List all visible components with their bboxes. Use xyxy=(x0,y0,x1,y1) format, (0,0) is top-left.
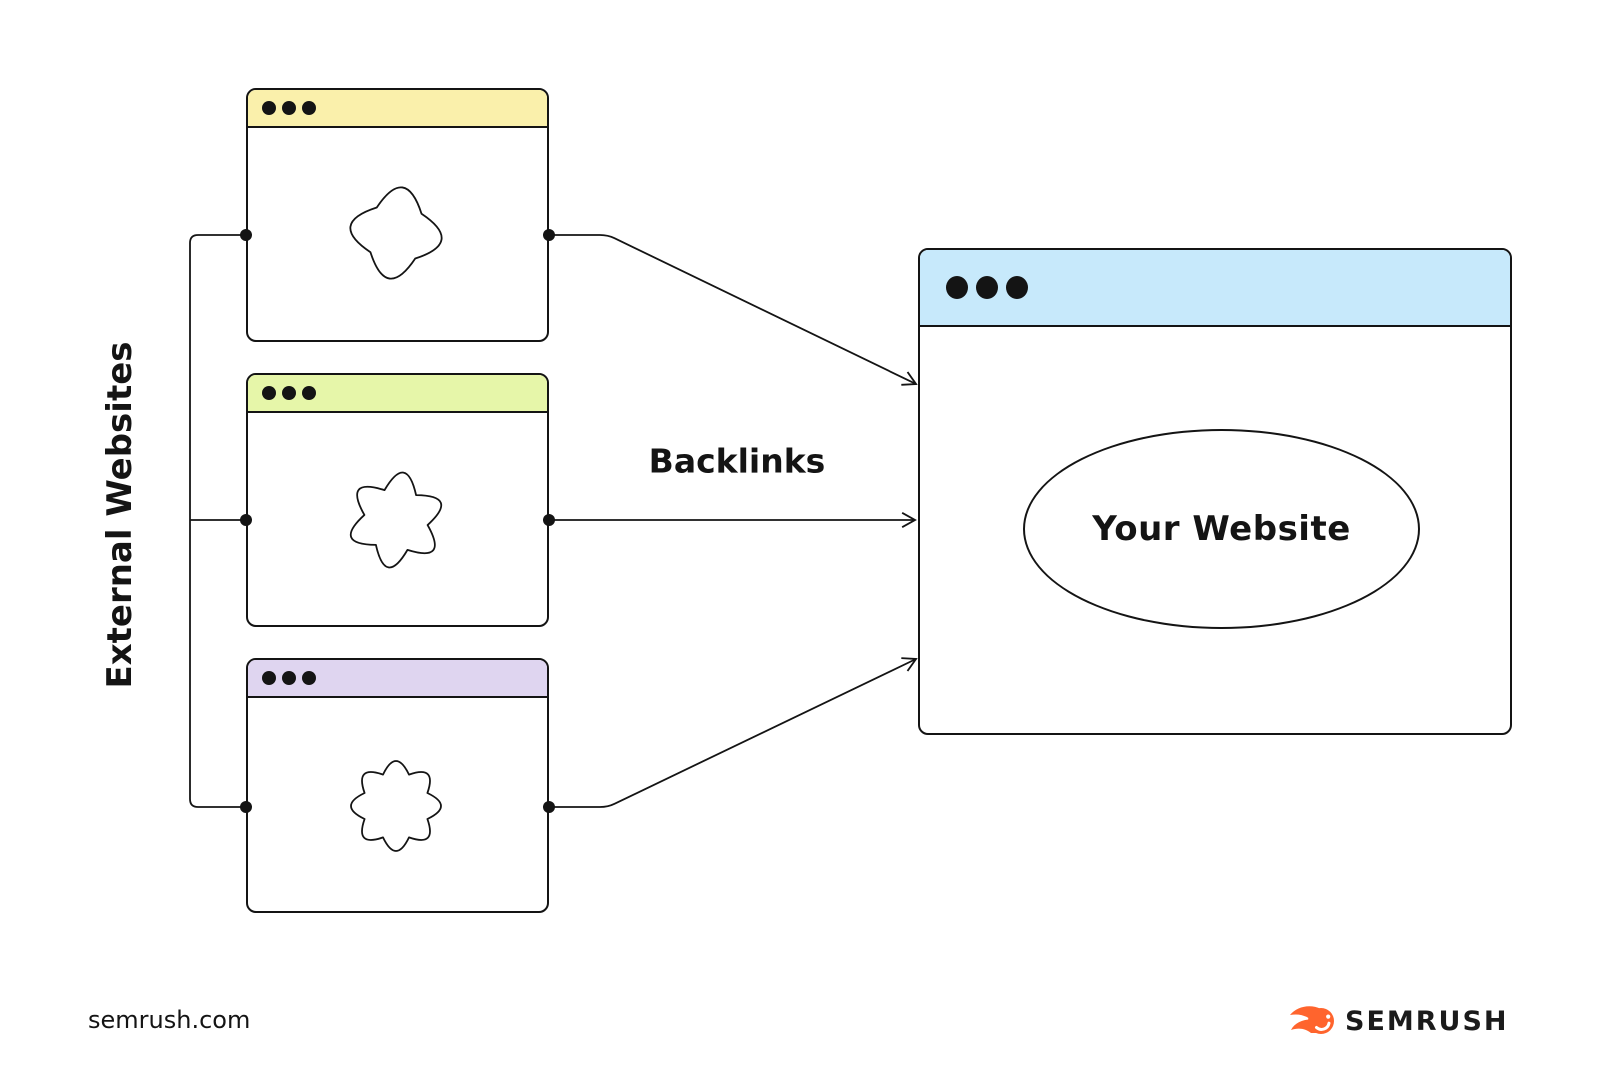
titlebar-dot xyxy=(262,671,276,685)
titlebar-dot xyxy=(302,671,316,685)
your-website-window: Your Website xyxy=(918,248,1512,735)
titlebar-dot xyxy=(262,101,276,115)
semrush-logo: SEMRUSH xyxy=(1288,1004,1509,1038)
titlebar-dot xyxy=(282,101,296,115)
window-titlebar xyxy=(248,660,547,698)
your-website-label: Your Website xyxy=(1092,509,1351,549)
left-bracket-line xyxy=(189,234,246,808)
titlebar-dot xyxy=(302,386,316,400)
window-titlebar xyxy=(920,250,1510,327)
external-window-3 xyxy=(246,658,549,913)
window-titlebar xyxy=(248,90,547,128)
titlebar-dot xyxy=(282,671,296,685)
window-titlebar xyxy=(248,375,547,413)
titlebar-dot xyxy=(262,386,276,400)
semrush-wordmark: SEMRUSH xyxy=(1345,1005,1509,1037)
external-window-1 xyxy=(246,88,549,342)
semrush-logo-icon xyxy=(1290,1006,1334,1034)
backlink-arrow-bottom xyxy=(549,657,918,808)
titlebar-dot xyxy=(1006,276,1028,299)
footer-url: semrush.com xyxy=(88,1006,251,1034)
titlebar-dot xyxy=(302,101,316,115)
titlebar-dot xyxy=(946,276,968,299)
your-website-ellipse: Your Website xyxy=(1023,429,1420,629)
backlinks-label: Backlinks xyxy=(648,441,826,481)
titlebar-dot xyxy=(282,386,296,400)
external-websites-label: External Websites xyxy=(100,341,140,689)
titlebar-dot xyxy=(976,276,998,299)
external-window-2 xyxy=(246,373,549,627)
backlink-arrow-top xyxy=(549,234,918,386)
